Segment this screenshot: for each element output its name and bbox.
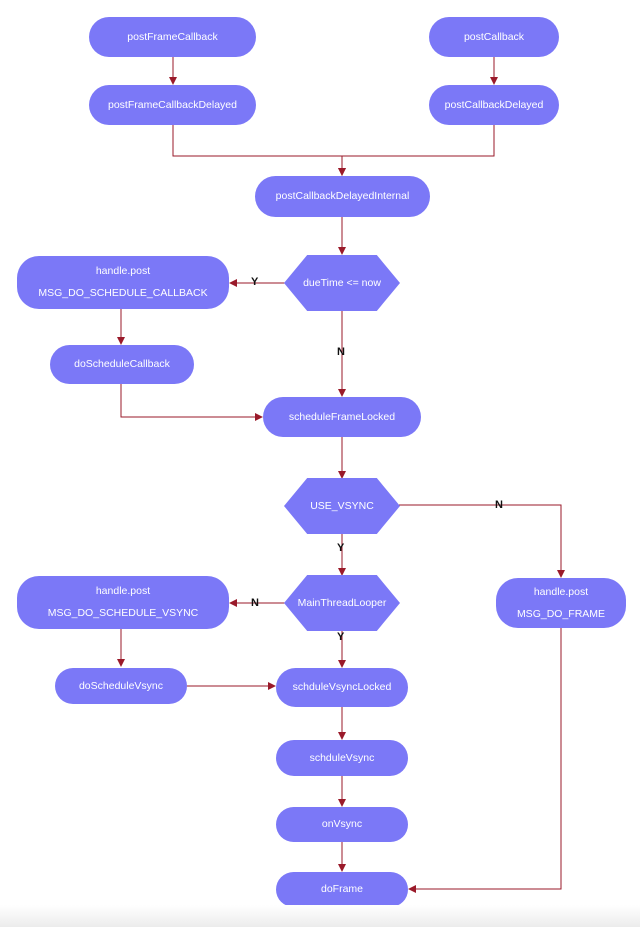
handle-post-label: handle.post (95, 265, 151, 277)
edge-label-use-vsync-no: N (495, 499, 503, 511)
node-handle-post-do-frame: handle.post MSG_DO_FRAME (496, 578, 626, 628)
node-do-schedule-callback: doScheduleCallback (50, 345, 194, 384)
node-handle-post-schedule-vsync: handle.post MSG_DO_SCHEDULE_VSYNC (17, 576, 229, 629)
edge-callbackdelayed-to-internal (338, 125, 495, 176)
edge-label-looper-no: N (251, 597, 259, 609)
edge-doschedulecallback-to-scheduleframelocked (120, 384, 263, 421)
node-post-callback-delayed-internal: postCallbackDelayedInternal (255, 176, 430, 217)
edge-label-use-vsync-yes: Y (337, 542, 345, 554)
edge-label-due-time-yes: Y (251, 276, 259, 288)
handle-post-label: handle.post (533, 585, 589, 598)
node-post-frame-callback-delayed: postFrameCallbackDelayed (89, 85, 256, 125)
decision-use-vsync: USE_VSYNC (284, 478, 400, 534)
node-schdule-vsync-locked: schduleVsyncLocked (276, 668, 408, 707)
edge-usevsync-no-to-doframe-post (399, 504, 565, 578)
msg-do-schedule-callback-label: MSG_DO_SCHEDULE_CALLBACK (38, 287, 208, 299)
node-on-vsync: onVsync (276, 807, 408, 842)
edge-label-looper-yes: Y (337, 631, 345, 643)
msg-do-schedule-vsync-label: MSG_DO_SCHEDULE_VSYNC (47, 607, 199, 619)
edge-label-due-time-no: N (337, 346, 345, 358)
node-schedule-frame-locked: scheduleFrameLocked (263, 397, 421, 437)
decision-due-time: dueTime <= now (284, 255, 400, 311)
handle-post-label: handle.post (95, 585, 151, 597)
edge-frame-post-to-doframe (408, 628, 562, 893)
node-post-callback-delayed: postCallbackDelayed (429, 85, 559, 125)
node-post-frame-callback: postFrameCallback (89, 17, 256, 57)
edge-framedelayed-to-internal (172, 125, 346, 176)
decision-main-thread-looper: MainThreadLooper (284, 575, 400, 631)
msg-do-frame-label: MSG_DO_FRAME (516, 607, 606, 620)
node-post-callback: postCallback (429, 17, 559, 57)
node-handle-post-schedule-callback: handle.post MSG_DO_SCHEDULE_CALLBACK (17, 256, 229, 309)
node-schdule-vsync: schduleVsync (276, 740, 408, 776)
node-do-frame: doFrame (276, 872, 408, 907)
node-do-schedule-vsync: doScheduleVsync (55, 668, 187, 704)
